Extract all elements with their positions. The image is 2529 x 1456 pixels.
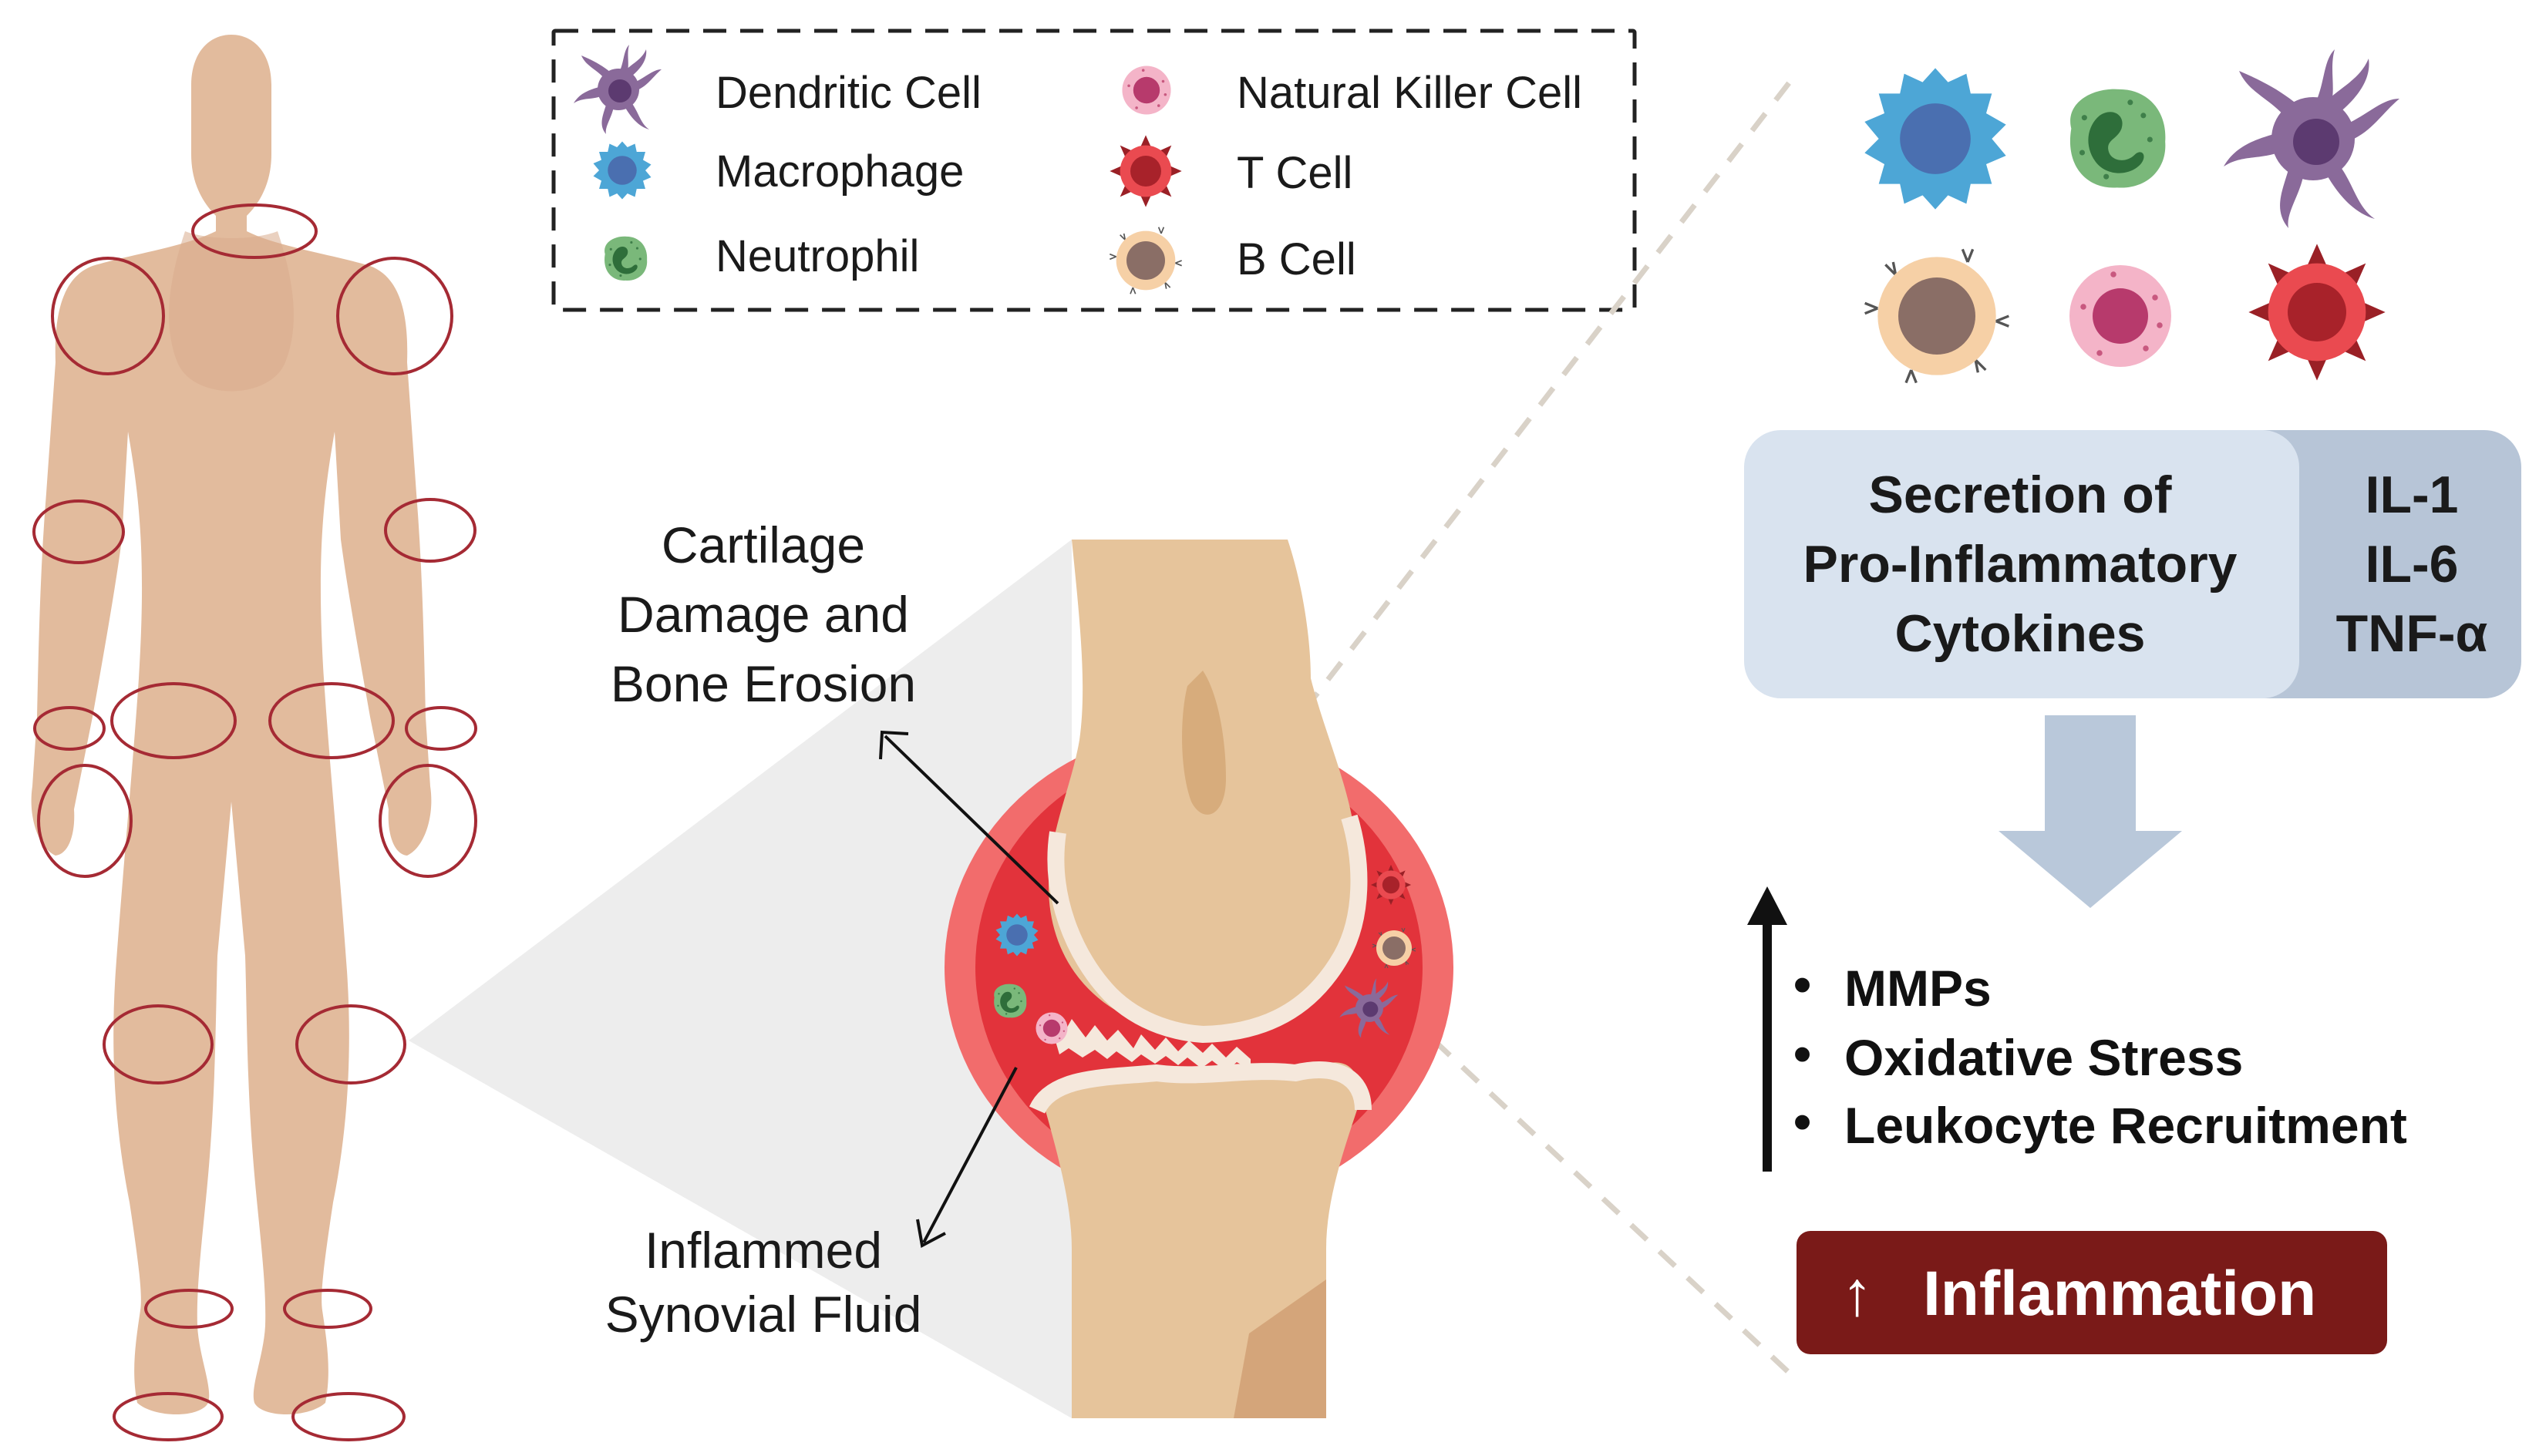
effect-bullet-1: • bbox=[1793, 956, 1811, 1013]
gallery-macrophage-icon bbox=[1864, 68, 2006, 210]
legend-macrophage-icon bbox=[593, 141, 652, 200]
joint-t-cell-icon bbox=[1370, 864, 1412, 906]
joint-ring-elbow-right bbox=[384, 498, 477, 563]
secretion-title-line3: Cytokines bbox=[1895, 604, 2146, 663]
cartilage-label-line1: Cartilage bbox=[662, 516, 865, 573]
gallery-t-cell-icon bbox=[2248, 244, 2386, 381]
cartilage-arrowhead bbox=[879, 730, 909, 760]
effect-bullet-2: • bbox=[1793, 1025, 1811, 1082]
fluid-label-line2: Synovial Fluid bbox=[605, 1286, 922, 1343]
legend-t-cell-icon bbox=[1110, 135, 1182, 207]
human-body-figure bbox=[31, 35, 432, 1414]
joint-ring-neck bbox=[191, 203, 318, 259]
cell-legend: Dendritic Cell Macrophage Neutrophil Nat… bbox=[551, 29, 1637, 312]
zoom-cone bbox=[409, 540, 1072, 1418]
zoom-dashed-lines bbox=[1231, 71, 1799, 1382]
joint-ring-knee-right bbox=[295, 1004, 406, 1084]
legend-label-neutrophil: Neutrophil bbox=[716, 231, 919, 281]
gallery-neutrophil-icon bbox=[2069, 89, 2166, 188]
joint-ring-wrist-left bbox=[33, 706, 106, 751]
fluid-arrowhead bbox=[916, 1219, 946, 1249]
inflammation-badge: ↑ Inflammation bbox=[1797, 1231, 2387, 1354]
legend-label-dendritic-cell: Dendritic Cell bbox=[716, 68, 982, 118]
fluid-label-line1: Inflammed bbox=[645, 1222, 882, 1279]
inflamed-joint-illustration bbox=[945, 540, 1453, 1418]
bone-marrow-shading bbox=[1182, 671, 1226, 815]
legend-label-b-cell: B Cell bbox=[1237, 234, 1356, 284]
gallery-nk-cell-icon bbox=[2069, 265, 2171, 367]
effect-bullet-3: • bbox=[1793, 1093, 1811, 1150]
legend-label-macrophage: Macrophage bbox=[716, 146, 964, 197]
secretion-title-line1: Secretion of bbox=[1869, 466, 2172, 524]
legend-dendritic-cell-icon bbox=[574, 45, 662, 134]
joint-ring-hand-left bbox=[37, 764, 133, 878]
legend-neutrophil-icon bbox=[604, 236, 648, 281]
cytokine-il6: IL-6 bbox=[2366, 535, 2459, 593]
cartilage-label-line3: Bone Erosion bbox=[611, 655, 916, 712]
joint-ring-ankle-left bbox=[144, 1289, 234, 1329]
legend-b-cell-icon bbox=[1109, 226, 1183, 295]
cytokine-il1: IL-1 bbox=[2366, 466, 2459, 524]
upper-cartilage bbox=[1047, 814, 1368, 1043]
joint-ring-elbow-left bbox=[32, 499, 125, 564]
joint-ring-hand-right bbox=[379, 764, 477, 878]
effect-leukocyte-recruitment: Leukocyte Recruitment bbox=[1844, 1097, 2407, 1154]
effect-oxidative-stress: Oxidative Stress bbox=[1844, 1029, 2243, 1086]
legend-label-t-cell: T Cell bbox=[1237, 148, 1352, 198]
cartilage-arrow bbox=[884, 735, 1059, 905]
cytokine-list-box bbox=[2228, 430, 2521, 698]
joint-ring-knee-left bbox=[103, 1004, 214, 1084]
lower-cartilage bbox=[1029, 1061, 1372, 1115]
joint-ring-shoulder-left bbox=[51, 257, 165, 375]
lower-bone-shadow bbox=[1234, 1279, 1326, 1418]
joint-ring-hip-right bbox=[268, 682, 395, 759]
inflammation-up-arrow: ↑ bbox=[1841, 1259, 1873, 1329]
joint-annotations: Cartilage Damage and Bone Erosion Inflam… bbox=[605, 516, 1059, 1343]
secretion-title-line2: Pro-Inflammatory bbox=[1803, 535, 2238, 593]
legend-natural-killer-cell-icon bbox=[1122, 66, 1171, 115]
cytokine-tnf-alpha: TNF-α bbox=[2336, 604, 2488, 663]
increase-arrow-head bbox=[1747, 886, 1787, 925]
joint-ring-foot-right bbox=[291, 1392, 406, 1441]
inflammation-label: Inflammation bbox=[1923, 1259, 2316, 1329]
inflammation-box bbox=[1797, 1231, 2387, 1354]
cartilage-label-line2: Damage and bbox=[618, 586, 909, 643]
affected-joint-markers bbox=[32, 203, 477, 1441]
joint-ring-foot-left bbox=[113, 1392, 224, 1441]
joint-ring-hip-left bbox=[110, 682, 237, 759]
gallery-dendritic-cell-icon bbox=[2224, 49, 2399, 228]
joint-nk-cell-icon bbox=[1036, 1012, 1068, 1044]
gallery-b-cell-icon bbox=[1864, 247, 2010, 385]
cytokine-secretion-panel: Secretion of Pro-Inflammatory Cytokines … bbox=[1744, 430, 2521, 698]
legend-label-natural-killer-cell: Natural Killer Cell bbox=[1237, 68, 1582, 118]
joint-neutrophil-icon bbox=[994, 984, 1027, 1018]
down-arrow bbox=[1999, 715, 2182, 908]
joint-ring-wrist-right bbox=[405, 706, 477, 751]
joint-ring-ankle-right bbox=[283, 1289, 372, 1329]
downstream-effects: • MMPs • Oxidative Stress • Leukocyte Re… bbox=[1747, 886, 2407, 1172]
secretion-box bbox=[1744, 430, 2299, 698]
cartilage-erosion-edges bbox=[1049, 1017, 1251, 1071]
joint-ring-shoulder-right bbox=[336, 257, 453, 375]
effect-mmps: MMPs bbox=[1844, 960, 1992, 1017]
fluid-arrow bbox=[922, 1067, 1018, 1243]
immune-cell-gallery bbox=[1864, 49, 2399, 385]
